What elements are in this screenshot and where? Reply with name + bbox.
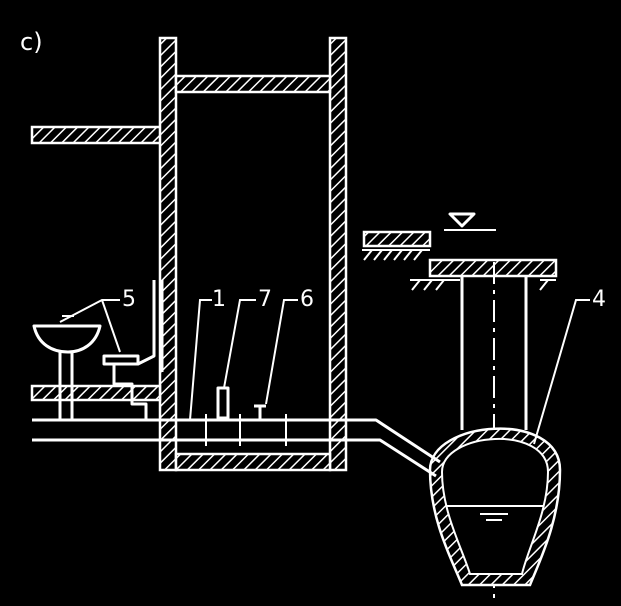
callout-1: 1 bbox=[212, 287, 226, 312]
callout-5: 5 bbox=[122, 287, 136, 312]
leader-5b bbox=[101, 299, 121, 353]
trap-pipe bbox=[112, 364, 148, 420]
leader-1 bbox=[189, 299, 212, 421]
cleanout-7 bbox=[216, 386, 230, 420]
upper-floor-slab bbox=[30, 125, 166, 145]
water-level-marker bbox=[448, 212, 476, 228]
pipe-joints bbox=[205, 414, 287, 446]
lower-floor-slab bbox=[30, 384, 162, 402]
callout-4: 4 bbox=[592, 287, 606, 312]
panel-label: c) bbox=[20, 28, 43, 56]
leader-6 bbox=[265, 299, 298, 405]
leader-4 bbox=[533, 299, 590, 445]
sewer-water-mark bbox=[480, 513, 508, 521]
trap-top bbox=[102, 354, 140, 366]
shaft-right-wall bbox=[328, 36, 348, 472]
vent-pipe bbox=[137, 280, 164, 372]
leader-5a bbox=[59, 299, 120, 323]
ground-soil-right bbox=[410, 279, 556, 291]
shaft-ceiling-slab bbox=[174, 74, 332, 94]
pipe-bend-to-sewer bbox=[360, 418, 441, 478]
ground-slab-left bbox=[362, 230, 432, 248]
callout-6: 6 bbox=[300, 287, 314, 312]
washbasin bbox=[32, 324, 102, 354]
leader-7 bbox=[223, 299, 256, 389]
shaft-left-wall bbox=[158, 36, 178, 472]
shaft-floor-slab bbox=[174, 452, 332, 472]
vertical-pipe bbox=[460, 276, 528, 430]
washbasin-drain bbox=[58, 352, 74, 420]
main-drain-pipe bbox=[32, 418, 360, 442]
ground-soil-left bbox=[362, 249, 430, 261]
valve-6 bbox=[254, 404, 266, 420]
callout-7: 7 bbox=[258, 287, 272, 312]
